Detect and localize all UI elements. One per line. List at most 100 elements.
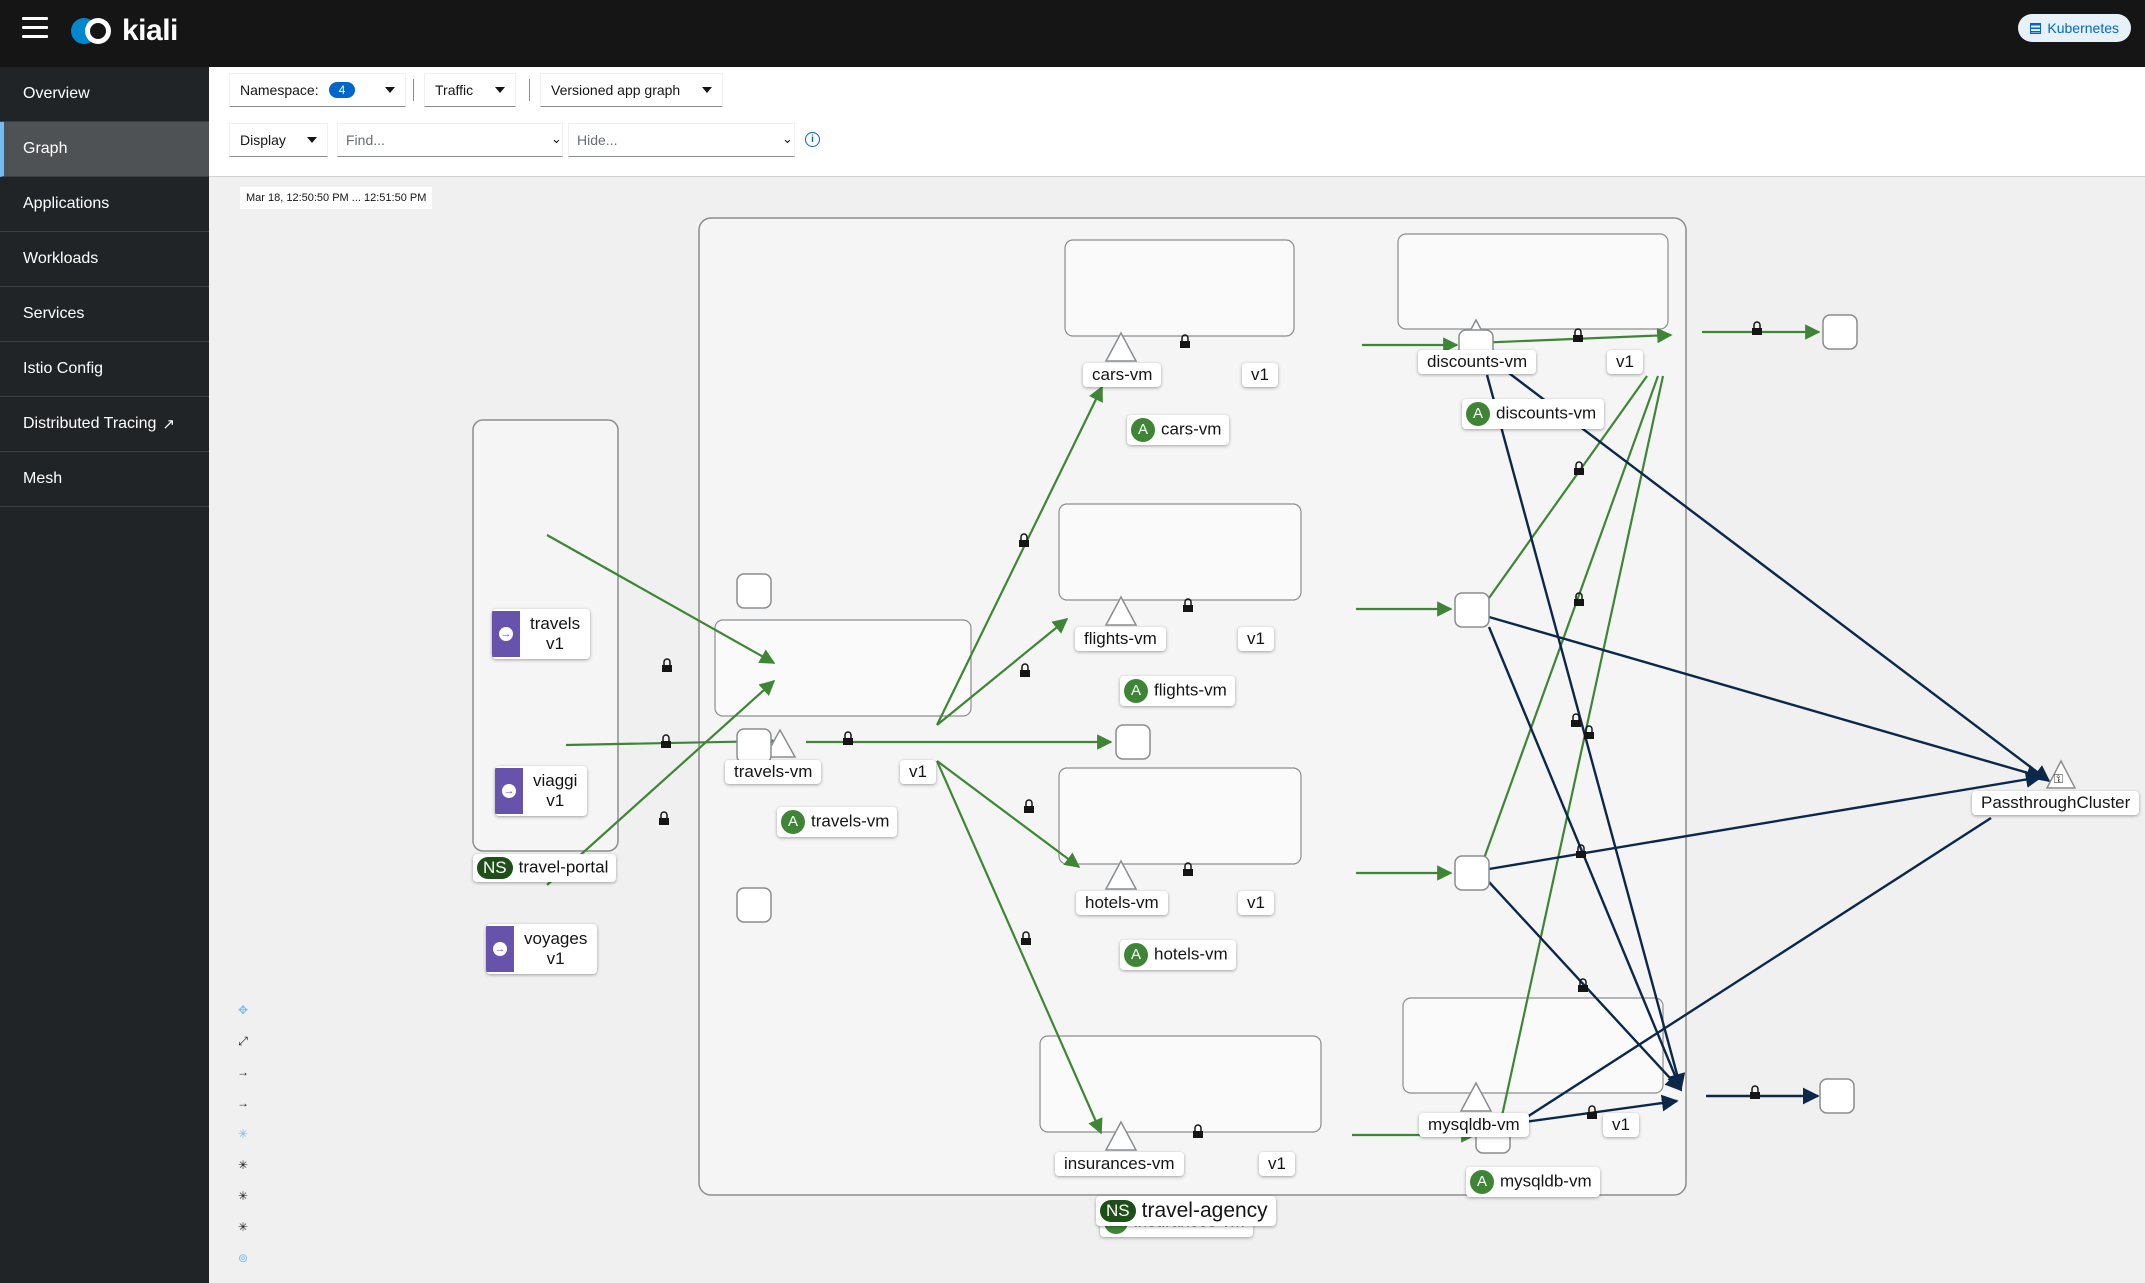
workload-node-voyages[interactable] <box>736 887 772 923</box>
app-box-hotels-vm[interactable] <box>1058 767 1302 865</box>
lock-icon <box>1183 862 1193 876</box>
cluster-icon <box>2030 22 2042 34</box>
hide-input[interactable] <box>568 123 795 157</box>
app-box-cars-vm[interactable] <box>1064 239 1295 337</box>
layout-vertical-icon[interactable]: → <box>237 1096 249 1110</box>
service-label-travels-vm: travels-vm <box>725 760 822 784</box>
sidebar-item-label: Services <box>23 305 85 322</box>
workload-node-mysqldb-vm-v1[interactable] <box>1819 1078 1855 1114</box>
edge-flights-to-mysqldb[interactable] <box>1487 626 1683 1092</box>
sidebar-item-workloads[interactable]: Workloads <box>0 232 209 287</box>
edge-travels-to-hotels[interactable] <box>936 760 1081 868</box>
lock-icon <box>662 658 672 672</box>
graph-svg: ⚿ <box>472 217 2077 1196</box>
caret-down-icon <box>385 87 395 93</box>
graph-type-dropdown[interactable]: Versioned app graph <box>540 73 723 107</box>
service-node-flights-vm[interactable] <box>1104 595 1138 626</box>
sidebar-item-services[interactable]: Services <box>0 287 209 342</box>
app-box-discounts-vm[interactable] <box>1397 233 1669 330</box>
version-label-flights-vm: v1 <box>1238 627 1274 651</box>
app-box-travels-vm[interactable] <box>714 619 972 717</box>
service-node-cars-vm[interactable] <box>1104 331 1138 362</box>
app-badge: A <box>1466 402 1490 426</box>
workload-node-hotels-vm-v1[interactable] <box>1454 855 1490 891</box>
toolbar-divider <box>413 79 414 101</box>
layout-cola-icon[interactable]: ✳ <box>237 1189 249 1203</box>
display-dropdown[interactable]: Display <box>229 123 328 157</box>
cluster-badge-label: Kubernetes <box>2047 20 2119 36</box>
workload-node-flights-vm-v1[interactable] <box>1454 592 1490 628</box>
service-label-hotels-vm: hotels-vm <box>1076 891 1168 915</box>
edge-hotels-to-discounts[interactable] <box>1480 375 1660 865</box>
lock-icon <box>843 731 853 745</box>
edge-travels-to-insurances[interactable] <box>935 760 1103 1135</box>
app-box-mysqldb-vm[interactable] <box>1402 997 1664 1094</box>
namespace-layout-icon[interactable]: ⊚ <box>237 1251 249 1265</box>
sidebar-item-overview[interactable]: Overview <box>0 67 209 122</box>
layout-grid-icon[interactable]: ✳ <box>237 1220 249 1234</box>
info-icon[interactable]: i <box>805 132 820 147</box>
namespace-box-travel-agency[interactable] <box>698 217 1687 1196</box>
service-node-mysqldb-vm[interactable] <box>1459 1081 1493 1112</box>
edge-travels-to-flights[interactable] <box>936 618 1069 726</box>
edge-flights-to-passthrough[interactable] <box>1488 615 2044 781</box>
layout-cose-icon[interactable]: ✳ <box>237 1158 249 1172</box>
zoom-in-icon[interactable]: ✥ <box>237 1003 249 1017</box>
edge-travels-to-cars[interactable] <box>936 385 1103 726</box>
sidebar-item-istio-config[interactable]: Istio Config <box>0 342 209 397</box>
sidebar-item-applications[interactable]: Applications <box>0 177 209 232</box>
edge-flights-to-discounts[interactable] <box>1488 375 1648 599</box>
app-box-insurances-vm[interactable] <box>1039 1035 1322 1133</box>
edge-cars-to-discounts[interactable] <box>1473 327 1673 345</box>
lock-icon <box>1020 663 1030 677</box>
lock-icon <box>661 734 671 748</box>
workload-node-discounts-vm-v1[interactable] <box>1822 314 1858 350</box>
sidebar-item-mesh[interactable]: Mesh <box>0 452 209 507</box>
lock-icon <box>1180 334 1190 348</box>
graph-toolbar: Namespace: 4 Traffic Versioned app graph… <box>209 67 2145 177</box>
service-node-insurances-vm[interactable] <box>1104 1120 1138 1151</box>
lock-icon <box>659 811 669 825</box>
hide-chevron-icon[interactable]: ⌄ <box>782 131 793 146</box>
workload-node-travels-vm-v1[interactable] <box>1115 724 1151 760</box>
app-badge: A <box>1131 418 1155 442</box>
find-chevron-icon[interactable]: ⌄ <box>551 131 562 146</box>
lock-icon <box>1571 713 1581 727</box>
edge-insurances-to-passthrough[interactable] <box>1509 816 1992 1130</box>
service-node-hotels-vm[interactable] <box>1104 859 1138 890</box>
sidebar-item-distributed-tracing[interactable]: Distributed Tracing ↗ <box>0 397 209 452</box>
workload-name: voyages <box>524 929 588 948</box>
workload-version: v1 <box>546 949 565 968</box>
graph-canvas[interactable]: Mar 18, 12:50:50 PM ... 12:51:50 PM <box>209 176 2145 1283</box>
sidebar-nav: Overview Graph Applications Workloads Se… <box>0 67 209 1283</box>
edge-voyages-to-travels-vm[interactable] <box>546 679 776 886</box>
traffic-dropdown[interactable]: Traffic <box>424 73 516 107</box>
service-node-passthrough-cluster[interactable] <box>2045 759 2077 789</box>
app-box-flights-vm[interactable] <box>1058 503 1302 601</box>
lock-icon <box>1024 799 1034 813</box>
cluster-badge[interactable]: Kubernetes <box>2018 14 2131 42</box>
namespace-dropdown[interactable]: Namespace: 4 <box>229 73 406 107</box>
kiali-logo[interactable]: kiali <box>70 14 178 48</box>
layout-horizontal-icon[interactable]: → <box>237 1065 249 1079</box>
find-input[interactable] <box>337 123 563 157</box>
service-node-travels-vm[interactable] <box>763 728 797 758</box>
graph-type-label: Versioned app graph <box>551 82 681 98</box>
workload-node-travels[interactable] <box>736 573 772 609</box>
gateway-icon: → <box>486 926 514 972</box>
edge-travels-to-travels-vm[interactable] <box>546 534 776 664</box>
key-icon: ⚿ <box>2054 772 2063 786</box>
sidebar-item-label: Istio Config <box>23 360 104 377</box>
namespace-badge: NS <box>477 857 513 879</box>
hamburger-menu-icon[interactable] <box>22 17 48 39</box>
sidebar-item-graph[interactable]: Graph <box>0 122 209 177</box>
workload-node-viaggi[interactable] <box>736 728 772 764</box>
namespace-name: travel-portal <box>518 857 609 877</box>
fit-to-screen-icon[interactable]: ⤢ <box>238 1034 248 1048</box>
layout-dagre-icon[interactable]: ✳ <box>237 1127 249 1141</box>
version-label-travels-vm: v1 <box>900 760 936 784</box>
edge-insurances-to-discounts[interactable] <box>1498 375 1665 1126</box>
app-name: flights-vm <box>1154 680 1227 700</box>
lock-icon <box>1183 598 1193 612</box>
